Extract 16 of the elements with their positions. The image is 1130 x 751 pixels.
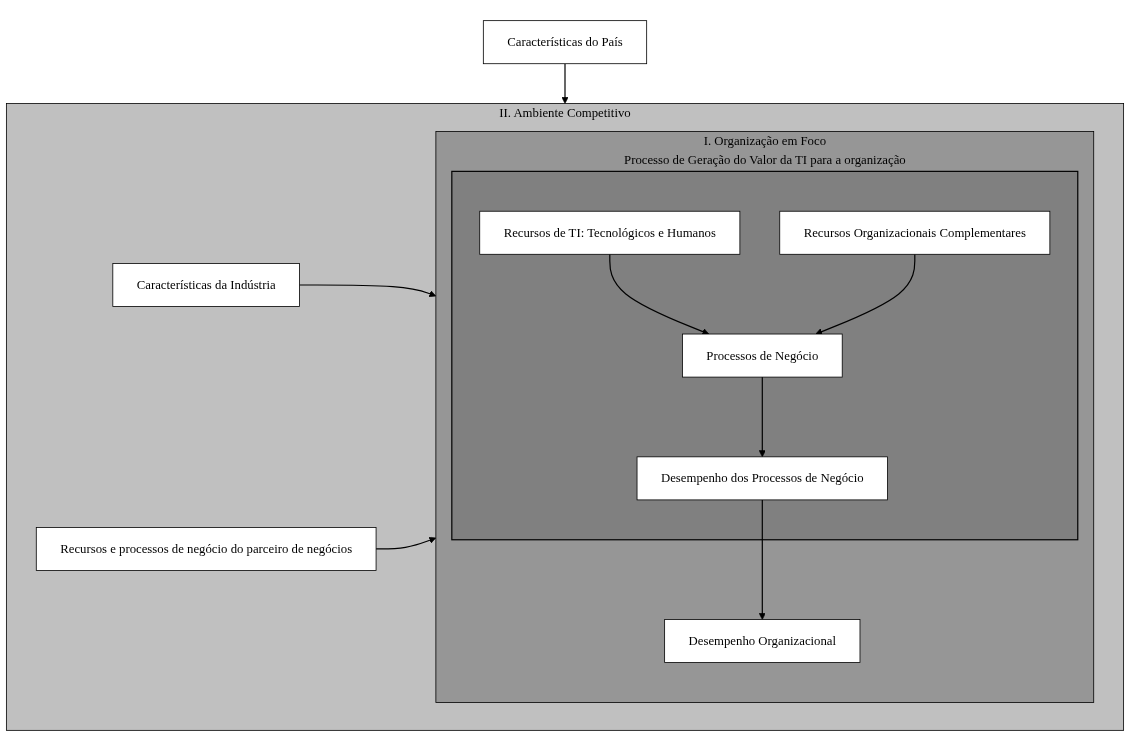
arrow [609, 253, 710, 335]
arrow [758, 376, 766, 458]
node-box: Características do País [482, 20, 648, 65]
node-box: Recursos e processos de negócio do parceiro de negócios [35, 527, 377, 571]
cluster [451, 170, 1079, 541]
node-box: Características da Indústria [112, 263, 300, 307]
arrow [815, 253, 916, 335]
node-box: Processos de Negócio [682, 333, 843, 378]
arrow [375, 536, 437, 550]
node-box: Recursos de TI: Tecnológicos e Humanos [479, 210, 741, 255]
arrow [298, 284, 437, 298]
arrow [561, 63, 569, 104]
arrow [758, 499, 766, 620]
node-box: Desempenho Organizacional [664, 619, 861, 663]
node-box: Recursos Organizacionais Complementares [779, 210, 1051, 255]
node-box: Desempenho dos Processos de Negócio [636, 456, 888, 501]
